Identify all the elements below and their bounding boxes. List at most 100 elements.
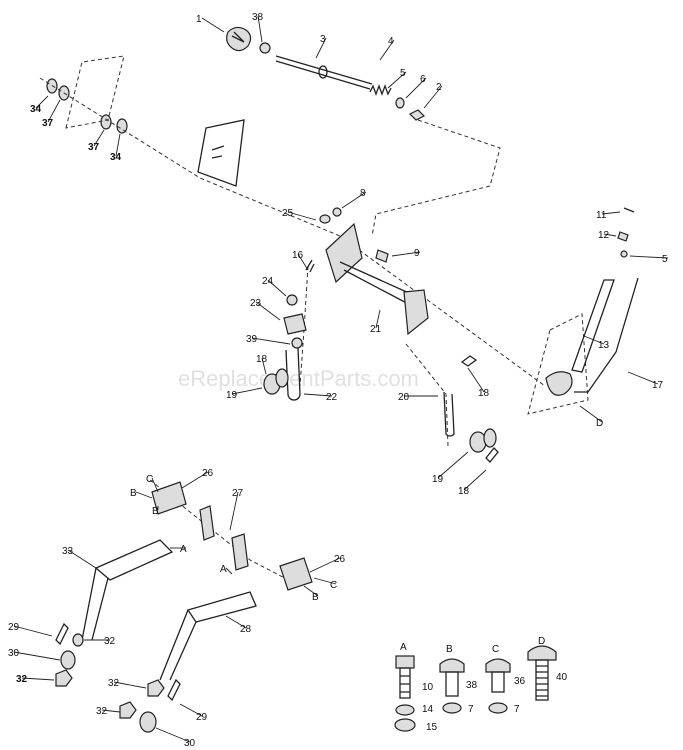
bolt-type-d: [527, 645, 557, 701]
lever-part-13: [545, 279, 615, 396]
link-part-22: [285, 347, 301, 401]
bolt-type-a: [394, 655, 416, 732]
nut-part-38: [259, 42, 271, 54]
legend-D-top: 40: [556, 672, 568, 683]
leader-line-c37a: [47, 99, 61, 123]
callout-c27: 27: [232, 488, 244, 499]
leader-line-c24: [267, 279, 287, 297]
pin-part-29-right: [167, 678, 181, 702]
leader-line-cBc: [303, 585, 319, 597]
leader-line-c32c: [113, 681, 147, 689]
leader-line-c11: [601, 211, 621, 215]
callout-c37b: 37: [88, 142, 100, 153]
callout-cAb: A: [220, 564, 227, 575]
nut-part-2: [408, 109, 426, 121]
spring-part-5: [369, 84, 392, 96]
legend-A-bot: 15: [426, 722, 438, 733]
washer-part-19-right: [469, 431, 487, 453]
legend-D-letter: D: [538, 636, 545, 647]
callout-cCb: C: [330, 580, 337, 591]
leader-line-c34b: [115, 133, 121, 157]
knob-part-1: [226, 26, 252, 52]
callout-c33: 33: [62, 546, 74, 557]
pin-part-11: [623, 207, 635, 213]
leader-line-c2: [423, 85, 443, 109]
washer-part-25: [319, 214, 331, 224]
callout-c34b: 34: [110, 152, 122, 163]
callout-c16: 16: [292, 250, 304, 261]
callout-c18b: 18: [478, 388, 490, 399]
callout-c17: 17: [652, 380, 664, 391]
leader-line-cAb: [225, 567, 233, 575]
callout-c37a: 37: [42, 118, 54, 129]
assembly-outline-left: [65, 55, 125, 129]
leader-line-c3: [315, 37, 327, 59]
legend-C-letter: C: [492, 644, 499, 655]
callout-c32a: 32: [104, 636, 116, 647]
leader-line-c26b: [309, 557, 341, 573]
callout-c28: 28: [240, 624, 252, 635]
callout-c30b: 30: [184, 738, 196, 749]
cotter-pin-16: [305, 259, 315, 273]
leader-line-c8: [341, 191, 367, 209]
callout-c22: 22: [326, 392, 338, 403]
callout-c29a: 29: [8, 622, 20, 633]
leader-line-c19b: [437, 451, 469, 479]
shaft-part-3: [275, 55, 373, 90]
callout-c24: 24: [262, 276, 274, 287]
callout-c39: 39: [246, 334, 258, 345]
callout-c32d: 32: [96, 706, 108, 717]
pin-line-20: [405, 343, 449, 447]
link-part-20: [443, 391, 455, 437]
leader-line-c29b: [179, 703, 203, 717]
nut-part-8: [332, 207, 342, 217]
callout-c13: 13: [598, 340, 610, 351]
lift-arm-part-28: [159, 591, 257, 681]
callout-c20: 20: [398, 392, 410, 403]
shaft-part-21: [325, 222, 429, 336]
washer-part-18-left: [275, 368, 289, 388]
callout-cBb: B: [152, 506, 159, 517]
leader-line-c38a: [257, 15, 263, 43]
leader-line-c13: [583, 335, 605, 345]
leader-line-c1: [201, 17, 225, 33]
nut-part-32-d: [119, 701, 137, 719]
leader-line-c23: [255, 301, 281, 321]
legend-A-mid: 14: [422, 704, 434, 715]
leader-line-c32d: [101, 709, 121, 713]
nut-part-24: [286, 294, 298, 306]
leader-line-c28: [225, 615, 247, 629]
nut-part-32-a: [72, 633, 84, 647]
callout-cBa: B: [130, 488, 137, 499]
legend-C-top: 36: [514, 676, 526, 687]
bracket-part-26-right: [279, 557, 313, 591]
legend-B-letter: B: [446, 644, 453, 655]
callout-c5a: 5: [400, 68, 406, 79]
leader-line-c5b: [629, 255, 669, 259]
leader-line-c25: [287, 211, 317, 221]
bushing-part-30-left: [60, 650, 76, 670]
leader-line-c37b: [93, 129, 105, 147]
block-part-23: [283, 313, 307, 335]
leader-line-c19a: [231, 387, 263, 395]
lift-arm-part-33: [81, 539, 174, 641]
bracket-panel: [197, 119, 245, 187]
callout-c23: 23: [250, 298, 262, 309]
callout-c26b: 26: [334, 554, 346, 565]
callout-c2: 2: [436, 82, 442, 93]
nut-part-32-b: [55, 669, 73, 687]
callout-c19a: 19: [226, 390, 238, 401]
leader-line-c18b: [467, 367, 485, 393]
leader-line-cCb: [313, 577, 337, 585]
leader-line-c30b: [155, 727, 191, 743]
leader-line-c5a: [387, 71, 407, 89]
callout-c19b: 19: [432, 474, 444, 485]
callout-c12: 12: [598, 230, 610, 241]
axis-line-main: [39, 77, 546, 387]
bracket-part-27-upper: [199, 505, 215, 541]
pin-part-12: [617, 231, 629, 242]
callout-c25: 25: [282, 208, 294, 219]
leader-line-c17: [627, 371, 659, 385]
leader-line-c27: [229, 491, 239, 531]
